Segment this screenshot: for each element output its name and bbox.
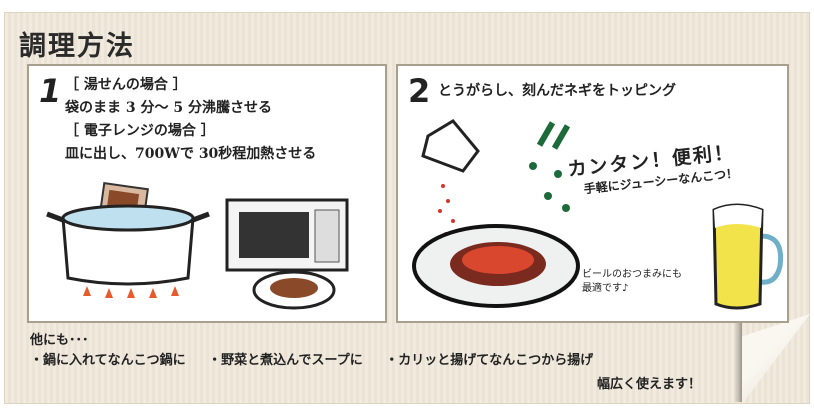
other-use-item: ・野菜と煮込んでスープに [208,353,363,368]
page-fold-shadow [734,322,742,402]
closing-text: 幅広く使えます！ [597,377,702,392]
instruction-line: ［ 湯せんの場合 ］ [65,77,187,93]
instruction-line: ［ 電子レンジの場合 ］ [65,123,215,139]
beer-note-line: 最適です♪ [582,283,629,294]
step-1-instructions: ［ 湯せんの場合 ］ 袋のまま 3 分〜 5 分沸騰させる ［ 電子レンジの場合… [65,74,316,166]
microwave-illustration [225,198,349,310]
step-number: 2 [408,72,431,110]
other-uses-intro: 他にも･･･ [30,333,89,348]
dish-illustration [412,119,580,308]
instruction-line: 袋のまま 3 分〜 5 分沸騰させる [65,100,272,116]
instruction-line: 皿に出し、700Wで 30秒程加熱させる [65,146,317,162]
step-1-panel: 1 ［ 湯せんの場合 ］ 袋のまま 3 分〜 5 分沸騰させる ［ 電子レンジの… [27,64,387,323]
boiling-pot-illustration [46,182,210,298]
other-use-item: ・鍋に入れてなんこつ鍋に [30,353,186,368]
beer-note: ビールのおつまみにも 最適です♪ [582,268,682,296]
other-uses-list: ・鍋に入れてなんこつ鍋に ・野菜と煮込んでスープに ・カリッと揚げてなんこつから… [30,351,611,371]
catch-copy: カンタン！便利！ 手軽にジューシーなんこつ！ [566,137,739,198]
step-2-heading: とうがらし、刻んだネギをトッピング [438,83,676,99]
step-2-panel: 2 とうがらし、刻んだネギをトッピング カンタン！便利！ 手軽にジューシーなんこ… [396,64,789,323]
step-number: 1 [39,72,62,110]
beer-note-line: ビールのおつまみにも [582,269,682,280]
other-use-item: ・カリッと揚げてなんこつから揚げ [385,353,594,368]
beer-mug-illustration [712,203,784,310]
page-title: 調理方法 [19,31,135,62]
other-uses: 他にも･･･ ・鍋に入れてなんこつ鍋に ・野菜と煮込んでスープに ・カリッと揚げ… [30,331,611,371]
